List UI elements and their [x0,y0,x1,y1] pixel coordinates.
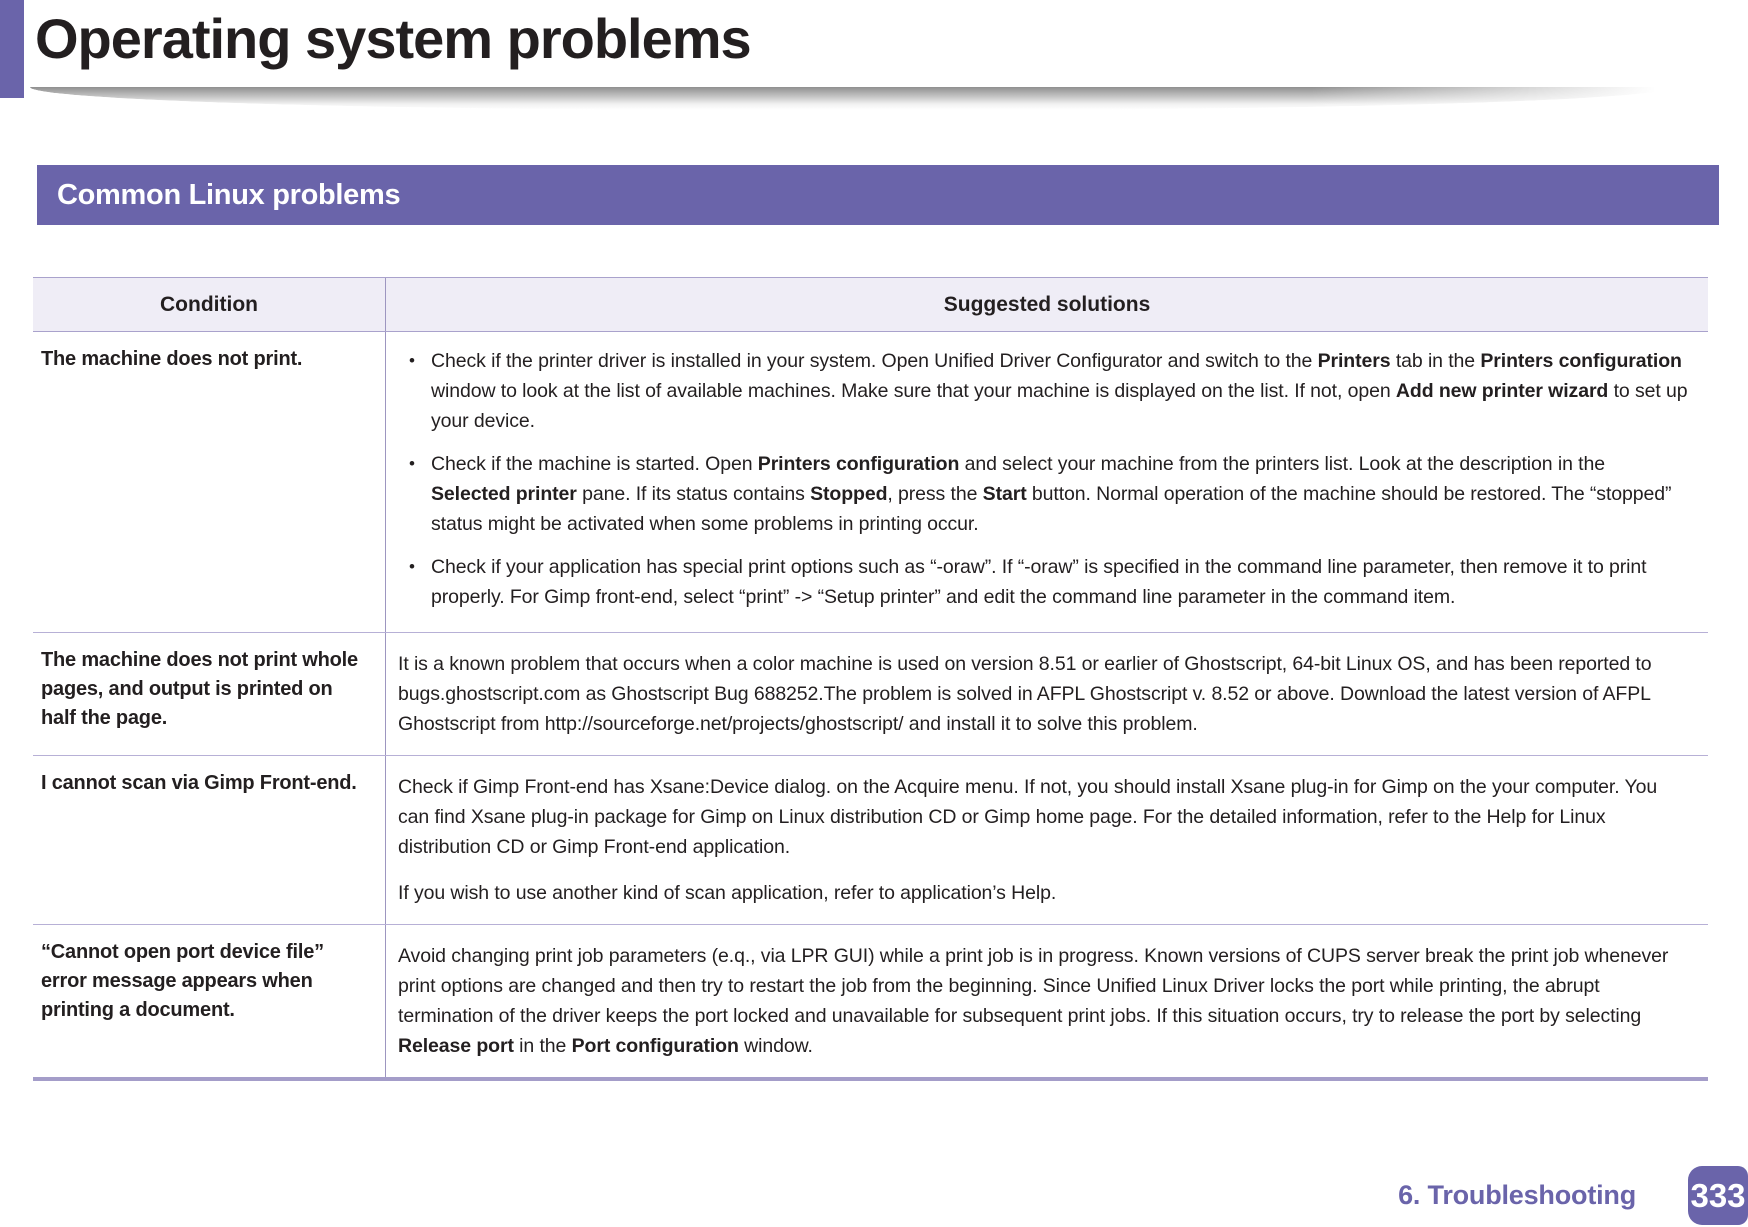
solution-paragraph: Check if Gimp Front-end has Xsane:Device… [398,776,1658,858]
solutions-cell: It is a known problem that occurs when a… [386,633,1708,755]
bullet-item: Check if the machine is started. Open Pr… [398,449,1688,539]
condition-cell: “Cannot open port device file” error mes… [33,925,386,1077]
solution-paragraph: It is a known problem that occurs when a… [398,653,1652,735]
section-title: Common Linux problems [57,178,401,211]
column-header-solutions: Suggested solutions [943,292,1151,316]
bullet-list: Check if the printer driver is installed… [398,346,1688,612]
solution-paragraph: Avoid changing print job parameters (e.q… [398,945,1669,1057]
solution-paragraph: If you wish to use another kind of scan … [398,882,1057,904]
title-accent-bar [0,0,24,98]
solutions-cell: Check if Gimp Front-end has Xsane:Device… [386,756,1708,924]
footer-chapter-label: 6. Troubleshooting [1398,1180,1636,1210]
column-header-condition: Condition [33,278,386,331]
condition-cell: The machine does not print whole pages, … [33,633,386,755]
solutions-cell: Avoid changing print job parameters (e.q… [386,925,1708,1077]
condition-cell: The machine does not print. [33,332,386,632]
problems-table: Condition Suggested solutions The machin… [33,277,1708,1081]
table-row-cannot-scan-gimp: I cannot scan via Gimp Front-end. Check … [33,756,1708,925]
page-title: Operating system problems [35,7,752,70]
solutions-cell: Check if the printer driver is installed… [386,332,1708,632]
bullet-item: Check if the printer driver is installed… [398,346,1688,436]
table-header-row: Condition Suggested solutions [33,278,1708,332]
bullet-item: Check if your application has special pr… [398,552,1688,612]
section-header: Common Linux problems [37,165,1719,225]
table-row-half-page-output: The machine does not print whole pages, … [33,633,1708,756]
table-row-cannot-open-port: “Cannot open port device file” error mes… [33,925,1708,1077]
condition-cell: I cannot scan via Gimp Front-end. [33,756,386,924]
page-number-badge: 333 [1688,1166,1748,1225]
table-row-machine-does-not-print: The machine does not print. Check if the… [33,332,1708,633]
title-shadow-swoosh [30,87,1672,110]
